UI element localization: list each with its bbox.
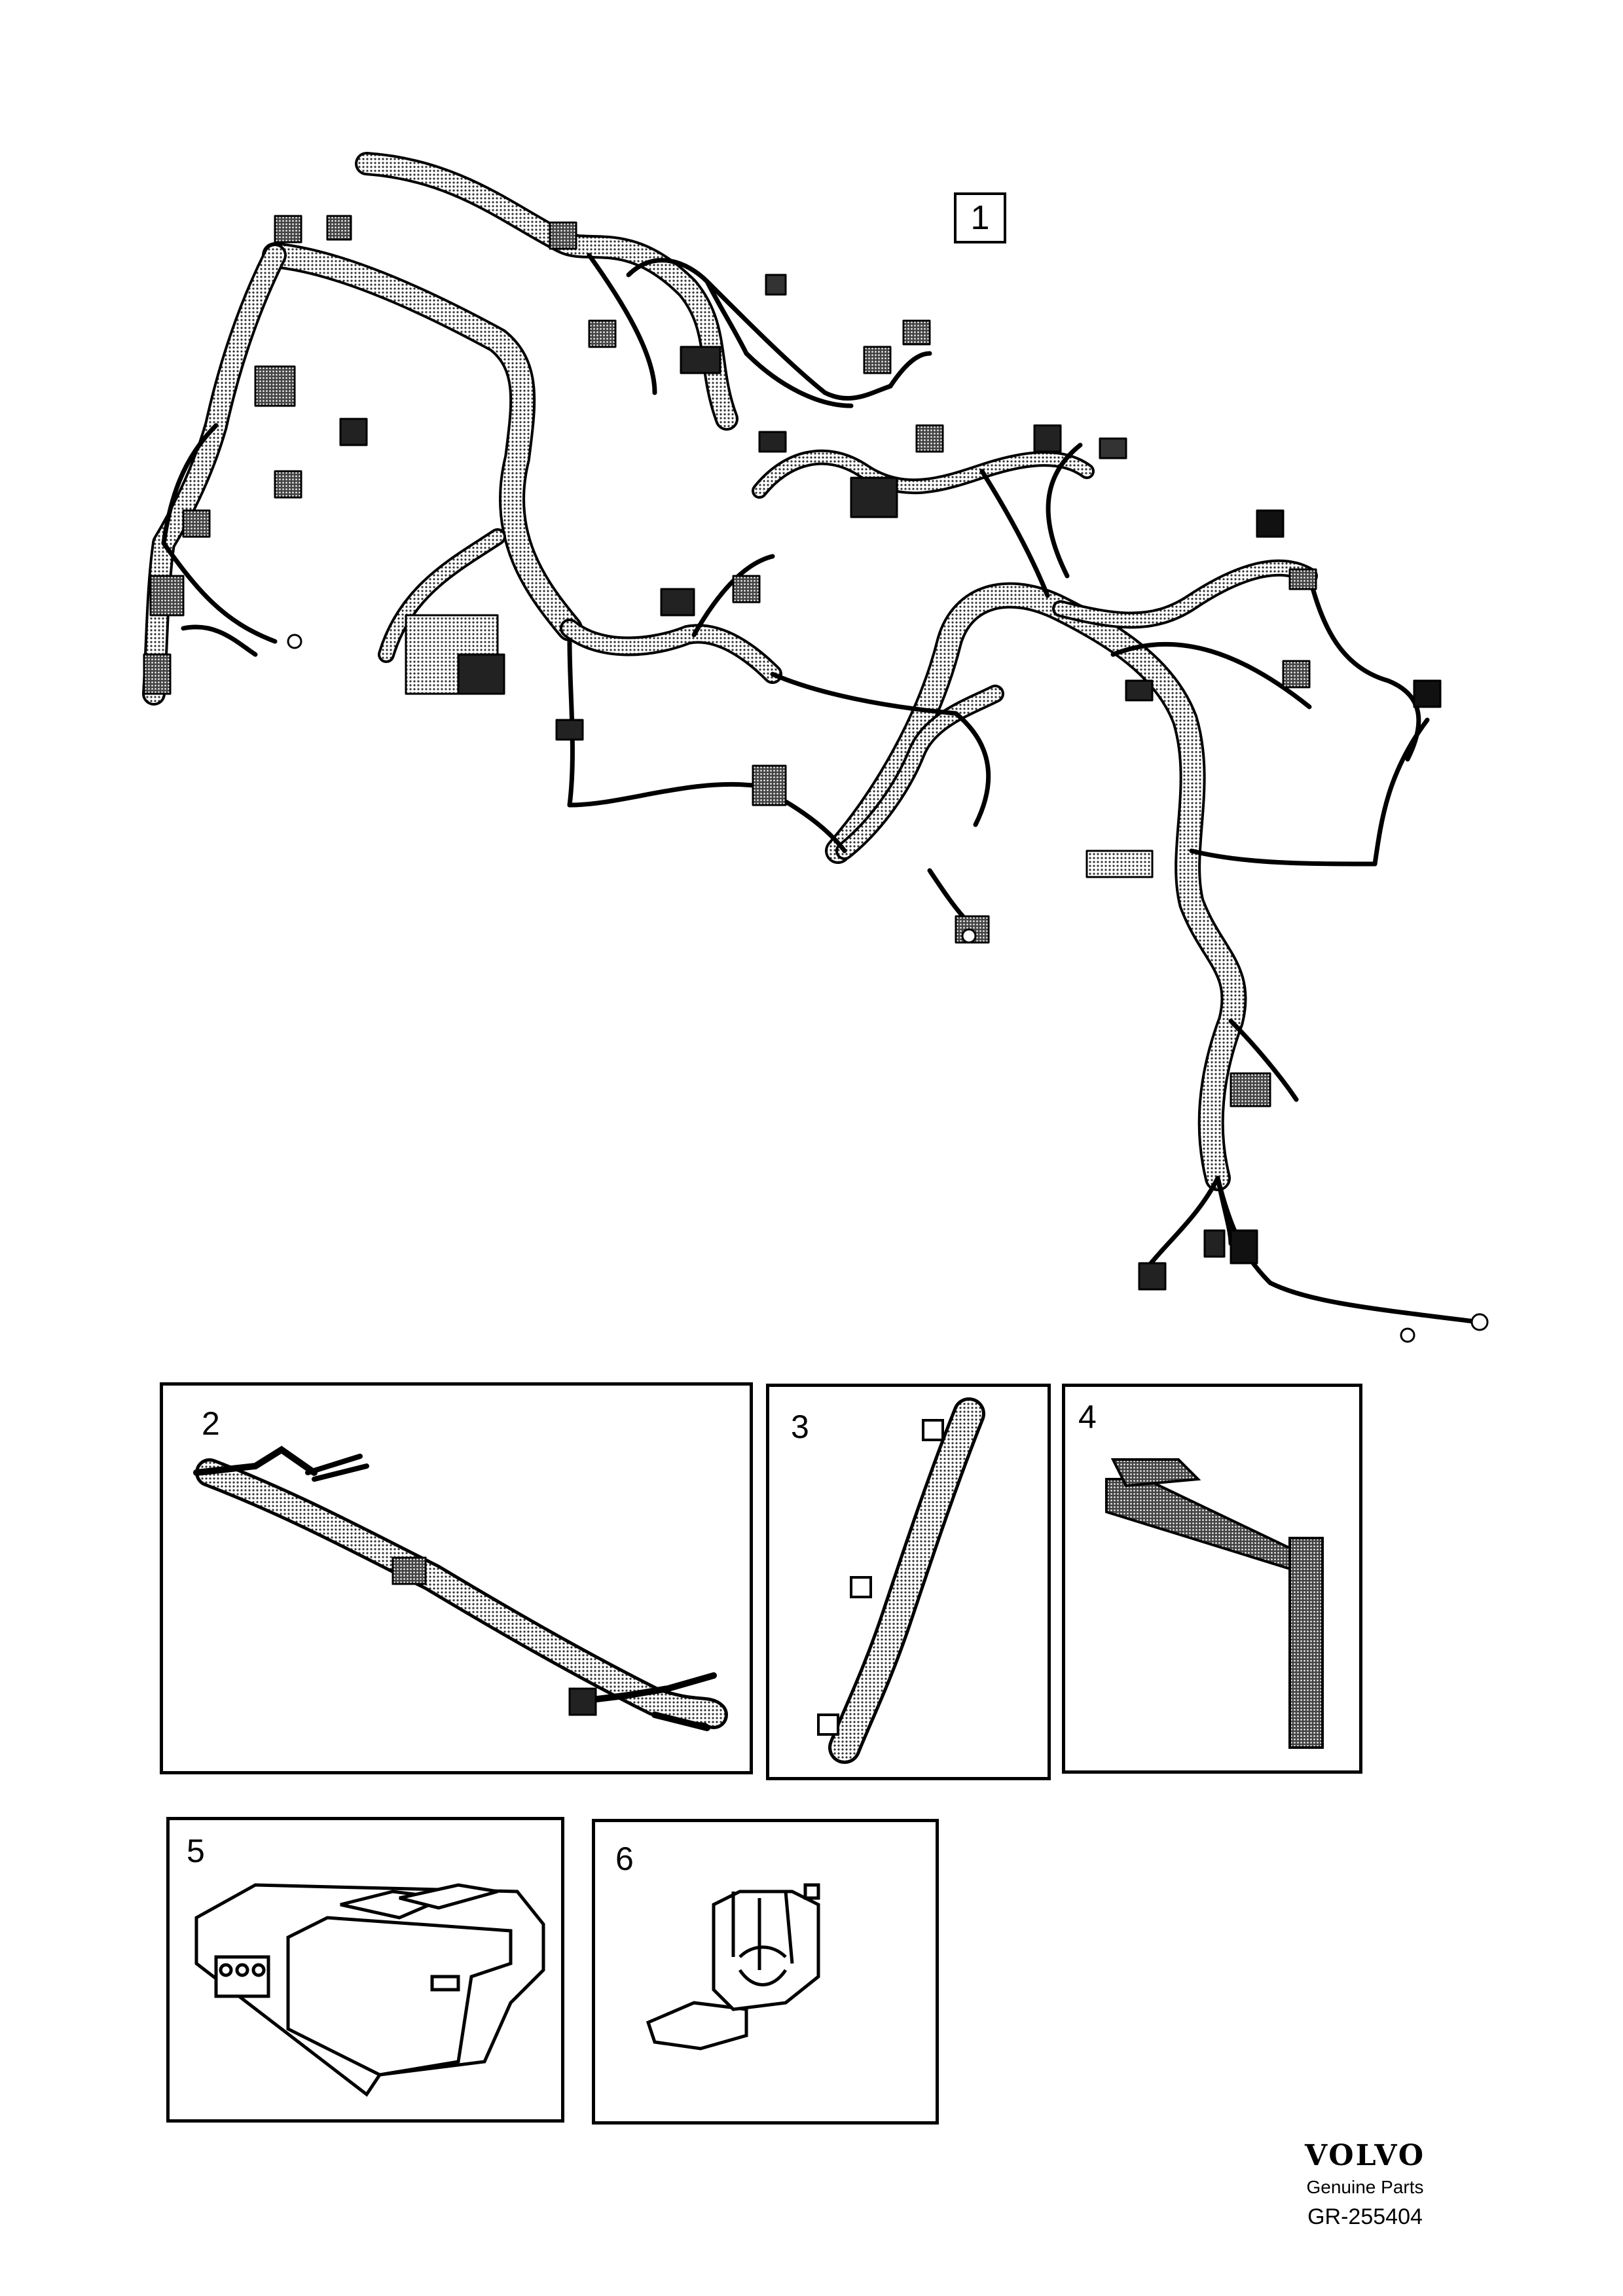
panel-5-callout: 5	[187, 1833, 205, 1869]
panel-4-callout: 4	[1078, 1399, 1097, 1435]
wiring-harness-main	[142, 152, 1489, 1343]
brand-subtitle: Genuine Parts	[1306, 2177, 1424, 2197]
panel-6-callout: 6	[615, 1840, 634, 1877]
panel-3	[766, 1384, 1051, 1780]
part-4-bracket	[1105, 1458, 1324, 1749]
volvo-logo: VOLVO	[1304, 2139, 1426, 2172]
harness-connectors	[143, 215, 1489, 1343]
panel-4	[1062, 1384, 1362, 1774]
panel-2-callout: 2	[202, 1405, 220, 1442]
panel-5	[166, 1817, 564, 2123]
part-5-connector-housing	[194, 1883, 545, 2097]
part-2-harness-section	[193, 1446, 728, 1731]
part-3-cable-channel	[817, 1397, 985, 1764]
harness-trunk	[142, 152, 1318, 1191]
part-6-clip	[646, 1883, 820, 2051]
harness-branches	[161, 253, 1482, 1325]
panel-2	[160, 1382, 753, 1774]
brand-block: VOLVO Genuine Parts GR-255404	[1283, 2142, 1447, 2230]
panel-6	[592, 1819, 939, 2125]
panel-3-callout: 3	[791, 1408, 809, 1445]
main-callout-1: 1	[954, 192, 1006, 243]
diagram-reference: GR-255404	[1307, 2204, 1423, 2229]
